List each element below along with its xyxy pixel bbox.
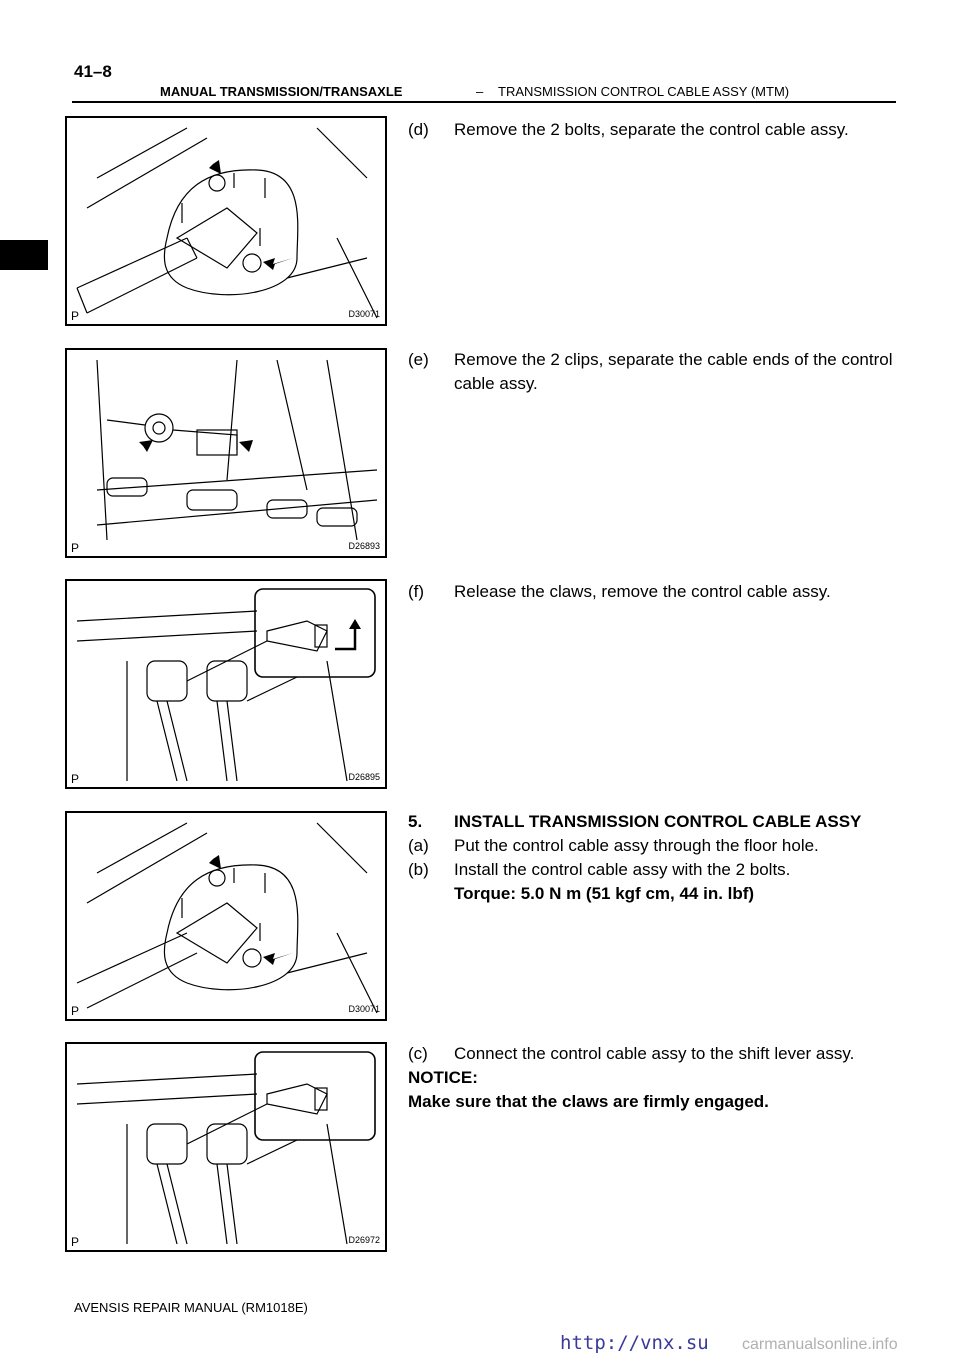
figure-cable-connect: P D26972 [65,1042,387,1252]
step-f: (f) Release the claws, remove the contro… [408,580,900,604]
figure-claws-release: P D26895 [65,579,387,789]
figure-code: D30071 [348,309,380,319]
step-label: (a) [408,836,429,855]
step-e: (e) Remove the 2 clips, separate the cab… [408,348,900,396]
step-text: Remove the 2 clips, separate the cable e… [454,350,893,393]
step-b: (b) Install the control cable assy with … [408,858,900,882]
watermark-link[interactable]: http://vnx.su [560,1332,709,1354]
step-text: Remove the 2 bolts, separate the control… [454,120,849,139]
step-label: (e) [408,350,429,369]
figure-p-label: P [71,1235,80,1249]
heading-number: 5. [408,812,423,831]
notice-label: NOTICE: [408,1068,478,1087]
page-number: 41–8 [74,62,112,81]
step-d: (d) Remove the 2 bolts, separate the con… [408,118,900,142]
figure-code: D26893 [348,541,380,551]
step-text: Connect the control cable assy to the sh… [454,1044,855,1063]
step-label: (c) [408,1044,428,1063]
install-heading: 5. INSTALL TRANSMISSION CONTROL CABLE AS… [408,810,900,834]
header-dash: – [476,84,484,99]
torque-spec: Torque: 5.0 N m (51 kgf cm, 44 in. lbf) [408,882,900,906]
watermark-site: carmanualsonline.info [742,1336,898,1353]
subsection-title: TRANSMISSION CONTROL CABLE ASSY (MTM) [498,84,790,99]
figure-code: D30071 [348,1004,380,1014]
figure-clips-removal: P D26893 [65,348,387,558]
figure-code: D26972 [348,1235,380,1245]
step-a: (a) Put the control cable assy through t… [408,834,900,858]
torque-text: Torque: 5.0 N m (51 kgf cm, 44 in. lbf) [454,884,755,903]
figure-p-label: P [71,309,80,323]
step-label: (d) [408,120,429,139]
figure-p-label: P [71,541,80,555]
illustration-cable-bracket [76,127,378,319]
illustration-cable-ends [96,359,378,541]
step-label: (f) [408,582,425,601]
figure-p-label: P [71,1004,80,1018]
illustration-shift-lever-claws [76,1051,376,1245]
header-rule [72,101,896,103]
notice-text: Make sure that the claws are firmly enga… [408,1092,769,1111]
step-text: Put the control cable assy through the f… [454,836,819,855]
heading-text: INSTALL TRANSMISSION CONTROL CABLE ASSY [454,812,862,831]
illustration-shift-lever-claws [76,588,376,782]
figure-code: D26895 [348,772,380,782]
illustration-cable-bracket [76,822,378,1014]
figure-bolts-install: P D30071 [65,811,387,1021]
footer-manual-id: AVENSIS REPAIR MANUAL (RM1018E) [74,1300,308,1315]
step-text: Release the claws, remove the control ca… [454,582,831,601]
step-label: (b) [408,860,429,879]
figure-p-label: P [71,772,80,786]
figure-bolts-removal: P D30071 [65,116,387,326]
section-tab-marker [0,240,48,270]
step-c: (c) Connect the control cable assy to th… [408,1042,900,1066]
step-text: Install the control cable assy with the … [454,860,791,879]
section-title: MANUAL TRANSMISSION/TRANSAXLE [160,84,403,99]
